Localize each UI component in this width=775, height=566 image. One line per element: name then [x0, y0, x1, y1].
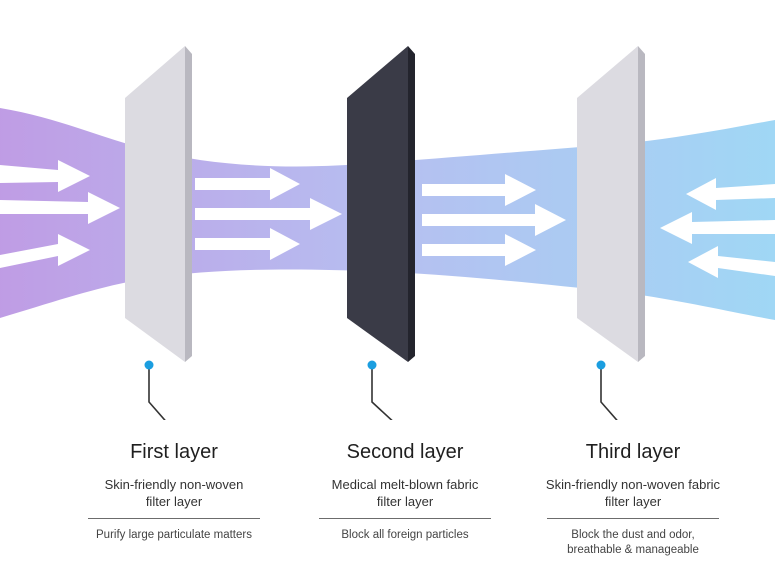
arrow-right-icon	[0, 160, 90, 192]
layer-label-first: First layer Skin-friendly non-woven filt…	[69, 440, 279, 543]
arrow-right-icon	[0, 192, 120, 224]
arrow-right-icon	[422, 204, 566, 236]
leader-line-second	[371, 365, 393, 420]
layer-label-third: Third layer Skin-friendly non-woven fabr…	[528, 440, 738, 558]
first-layer-panel	[125, 46, 192, 362]
marker-dot-third	[596, 360, 606, 370]
marker-dots	[144, 360, 606, 370]
divider	[547, 518, 719, 519]
layer-description: Medical melt-blown fabric filter layer	[300, 476, 510, 510]
layer-function-line: Block all foreign particles	[341, 529, 469, 541]
arrow-right-icon	[422, 234, 536, 266]
arrow-group-left	[0, 160, 120, 268]
divider	[88, 518, 260, 519]
arrow-right-icon	[422, 174, 536, 206]
layer-description-line: Medical melt-blown fabric	[331, 477, 479, 492]
layer-title: First layer	[130, 441, 218, 463]
arrow-right-icon	[195, 168, 300, 200]
marker-dot-first	[144, 360, 154, 370]
filter-diagram	[0, 46, 775, 420]
arrow-left-icon	[688, 246, 775, 278]
layer-description: Skin-friendly non-woven fabric filter la…	[528, 476, 738, 510]
layer-function-line: Block the dust and odor,	[571, 529, 695, 541]
layer-function: Block all foreign particles	[300, 528, 510, 543]
leader-line-first	[148, 365, 166, 420]
arrow-group-right	[660, 178, 775, 278]
third-layer-panel	[577, 46, 645, 362]
arrow-left-icon	[686, 178, 775, 210]
layer-function-line: Purify large particulate matters	[96, 529, 252, 541]
layer-function: Purify large particulate matters	[69, 528, 279, 543]
arrow-right-icon	[0, 234, 90, 268]
layer-label-second: Second layer Medical melt-blown fabric f…	[300, 440, 510, 543]
layer-function-line: breathable & manageable	[567, 544, 699, 556]
layer-function: Block the dust and odor, breathable & ma…	[528, 528, 738, 558]
second-layer-panel	[347, 46, 415, 362]
layer-title: Second layer	[346, 441, 464, 463]
arrow-group-middle-2	[422, 174, 566, 266]
layer-description-line: filter layer	[145, 494, 203, 509]
layer-description-line: Skin-friendly non-woven	[104, 477, 244, 492]
marker-dot-second	[367, 360, 377, 370]
leader-lines	[148, 365, 618, 420]
layer-description: Skin-friendly non-woven filter layer	[69, 476, 279, 510]
leader-line-third	[600, 365, 618, 420]
layer-description-line: filter layer	[604, 494, 662, 509]
layer-description-line: filter layer	[376, 494, 434, 509]
layer-title: Third layer	[585, 441, 681, 463]
arrow-left-icon	[660, 212, 775, 244]
divider	[319, 518, 491, 519]
arrow-right-icon	[195, 198, 342, 230]
arrow-right-icon	[195, 228, 300, 260]
layer-description-line: Skin-friendly non-woven fabric	[545, 477, 721, 492]
arrow-group-middle-1	[195, 168, 342, 260]
